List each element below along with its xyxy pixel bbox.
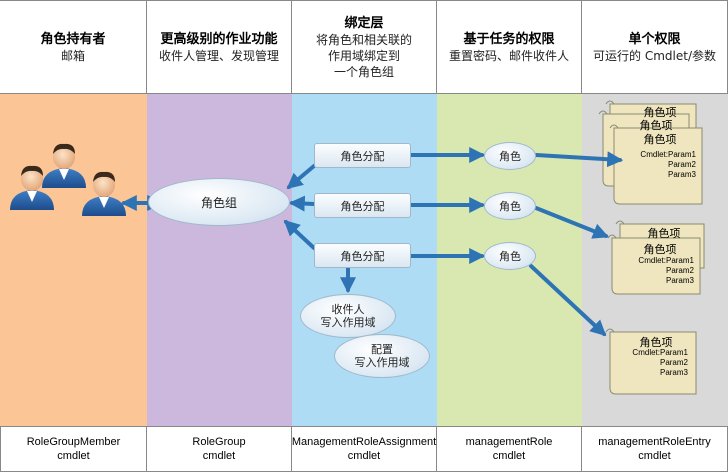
footer-cmdlet-label: cmdlet (347, 450, 381, 462)
role-assignment-node: 角色分配 (314, 143, 411, 168)
role-entry-label: 角色项 (639, 336, 673, 349)
header-subtitle: 收件人管理、发现管理 (158, 48, 279, 63)
header-title: 绑定层 (344, 15, 384, 31)
scope-label: 写入作用域 (320, 316, 376, 329)
arrow-role2-to-entries (534, 206, 609, 239)
footer-cmdlet-name: RoleGroup (192, 436, 246, 448)
role-label: 角色 (499, 250, 521, 263)
arrow-role1-to-entries (534, 151, 624, 168)
header-subtitle: 重置密码、邮件收件人 (448, 48, 569, 63)
role-assignment-node: 角色分配 (314, 243, 411, 268)
arrow-assignment2-to-rolegroup (288, 195, 316, 212)
cmdlet-param-line: Param2 (659, 358, 688, 367)
header-title: 更高级别的作业功能 (160, 31, 278, 47)
header-title: 角色持有者 (40, 31, 106, 47)
header-subtitle: 将角色和相关联的 (315, 32, 412, 47)
role-entry-label: 角色项 (643, 243, 677, 256)
header-individual-permissions: 单个权限 可运行的 Cmdlet/参数 (582, 0, 728, 94)
footer-cmdlet-name: managementRole (465, 436, 553, 448)
footer-role-group-member: RoleGroupMember cmdlet (0, 426, 147, 472)
header-role-holder: 角色持有者 邮箱 (0, 0, 147, 94)
role-entry-label: 角色项 (647, 227, 681, 240)
role-entry-scroll-stack-middle (607, 220, 705, 295)
cmdlet-param-line: Param3 (659, 368, 688, 377)
person-icon (82, 171, 126, 216)
header-subtitle: 邮箱 (60, 48, 85, 63)
header-subtitle: 可运行的 Cmdlet/参数 (593, 48, 716, 63)
footer-cmdlet-label: cmdlet (57, 450, 90, 462)
scope-label: 收件人 (331, 303, 365, 316)
footer-cmdlet-name: RoleGroupMember (26, 436, 121, 448)
role-node: 角色 (484, 142, 536, 170)
role-entry-scroll-stack-top (598, 100, 703, 205)
scope-label: 写入作用域 (354, 356, 410, 369)
config-write-scope-node: 配置 写入作用域 (334, 334, 430, 378)
footer-cmdlet-label: cmdlet (202, 450, 236, 462)
column-bg-job-function (147, 94, 292, 426)
header-task-permissions: 基于任务的权限 重置密码、邮件收件人 (437, 0, 582, 94)
header-subtitle: 一个角色组 (333, 64, 394, 79)
person-icon (42, 143, 86, 188)
cmdlet-param-line: Cmdlet:Param1 (640, 150, 696, 159)
footer-cmdlet-label: cmdlet (638, 450, 671, 462)
footer-role-group: RoleGroup cmdlet (147, 426, 292, 472)
role-label: 角色 (499, 150, 521, 163)
footer-management-role-entry: managementRoleEntry cmdlet (582, 426, 728, 472)
footer-cmdlet-name: managementRoleEntry (598, 436, 711, 448)
recipient-write-scope-node: 收件人 写入作用域 (300, 294, 396, 338)
cmdlet-param-line: Cmdlet:Param1 (632, 348, 688, 357)
role-entry-label: 角色项 (643, 133, 677, 146)
arrow-role3-to-entries (529, 264, 607, 337)
header-job-function: 更高级别的作业功能 收件人管理、发现管理 (147, 0, 292, 94)
header-title: 基于任务的权限 (463, 31, 555, 47)
header-title: 单个权限 (628, 31, 681, 47)
cmdlet-param-line: Param2 (665, 266, 694, 275)
cmdlet-param-line: Param3 (667, 170, 696, 179)
arrow-assignment1-to-rolegroup (286, 164, 316, 190)
role-node: 角色 (484, 192, 536, 220)
role-node: 角色 (484, 242, 536, 270)
person-icon (10, 165, 54, 210)
scope-label: 配置 (371, 343, 393, 356)
footer-management-role: managementRole cmdlet (437, 426, 582, 472)
role-assignment-label: 角色分配 (340, 199, 385, 213)
cmdlet-params: Cmdlet:Param1 Param2 Param3 (626, 256, 694, 286)
role-assignment-label: 角色分配 (340, 149, 385, 163)
role-entry-label: 角色项 (639, 119, 673, 132)
role-label: 角色 (499, 200, 521, 213)
header-binding-layer: 绑定层 将角色和相关联的 作用域绑定到 一个角色组 (292, 0, 437, 94)
role-group-label: 角色组 (200, 195, 237, 210)
cmdlet-params: Cmdlet:Param1 Param2 Param3 (628, 150, 696, 180)
cmdlet-param-line: Cmdlet:Param1 (638, 256, 694, 265)
arrow-assignment3-to-rolegroup (283, 219, 316, 250)
role-group-node: 角色组 (148, 178, 290, 226)
footer-cmdlet-name: ManagementRoleAssignment (291, 436, 437, 448)
header-subtitle: 作用域绑定到 (327, 48, 400, 63)
footer-role-assignment: ManagementRoleAssignment cmdlet (292, 426, 437, 472)
footer-cmdlet-label: cmdlet (492, 450, 526, 462)
cmdlet-param-line: Param2 (667, 160, 696, 169)
role-assignment-label: 角色分配 (340, 249, 385, 263)
cmdlet-param-line: Param3 (665, 276, 694, 285)
role-entry-label: 角色项 (643, 106, 677, 119)
cmdlet-params: Cmdlet:Param1 Param2 Param3 (620, 348, 688, 378)
role-entry-scroll-bottom (605, 328, 697, 395)
role-assignment-node: 角色分配 (314, 193, 411, 218)
